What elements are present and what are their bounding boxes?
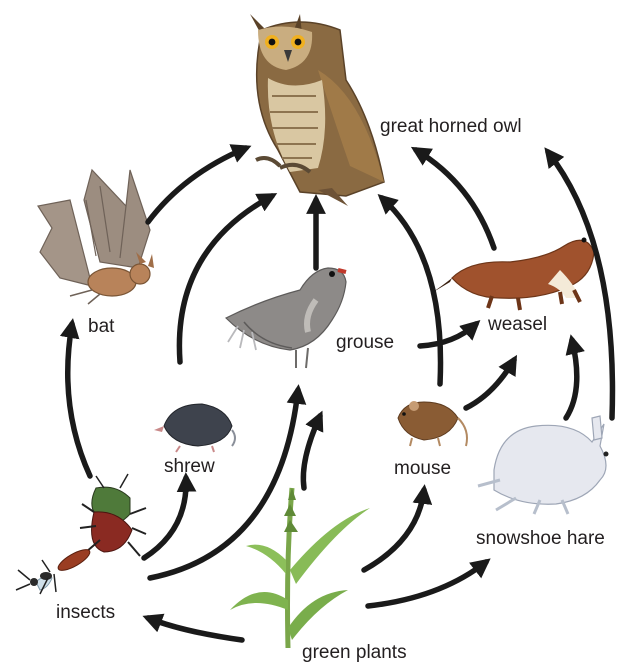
label-insects: insects [56, 602, 115, 623]
owl-icon [250, 14, 384, 206]
arrow-plants-to-mouse [364, 490, 424, 570]
arrow-mouse-to-owl [382, 198, 441, 384]
arrow-plants-to-hare [368, 562, 486, 606]
label-snowshoe-hare: snowshoe hare [476, 528, 605, 549]
arrow-mouse-to-weasel [466, 360, 514, 408]
arrow-plants-to-insects [148, 618, 242, 640]
arrow-insects-to-bat [68, 324, 90, 476]
weasel-icon [430, 238, 594, 311]
food-web-arrows [68, 148, 613, 640]
label-grouse: grouse [336, 332, 394, 353]
beetle-icon [80, 474, 146, 556]
arrow-weasel-to-owl [416, 150, 494, 248]
label-green-plants: green plants [302, 642, 407, 663]
label-weasel: weasel [487, 314, 547, 335]
label-mouse: mouse [394, 458, 451, 479]
arrow-bat-to-owl [148, 148, 246, 222]
arrow-grouse-to-weasel [420, 324, 476, 346]
arrow-insects-to-shrew [144, 478, 186, 558]
plant-icon [230, 488, 370, 648]
mouse-icon [398, 401, 467, 446]
label-great-horned-owl: great horned owl [380, 116, 522, 137]
hare-icon [478, 416, 609, 514]
grouse-icon [226, 268, 346, 368]
arrow-plants-to-grouse [303, 416, 320, 488]
shrew-icon [154, 404, 235, 452]
arrow-hare-to-weasel [566, 340, 577, 418]
wasp-icon [16, 546, 93, 594]
label-shrew: shrew [164, 456, 215, 477]
label-bat: bat [88, 316, 115, 337]
bat-icon [38, 170, 154, 304]
